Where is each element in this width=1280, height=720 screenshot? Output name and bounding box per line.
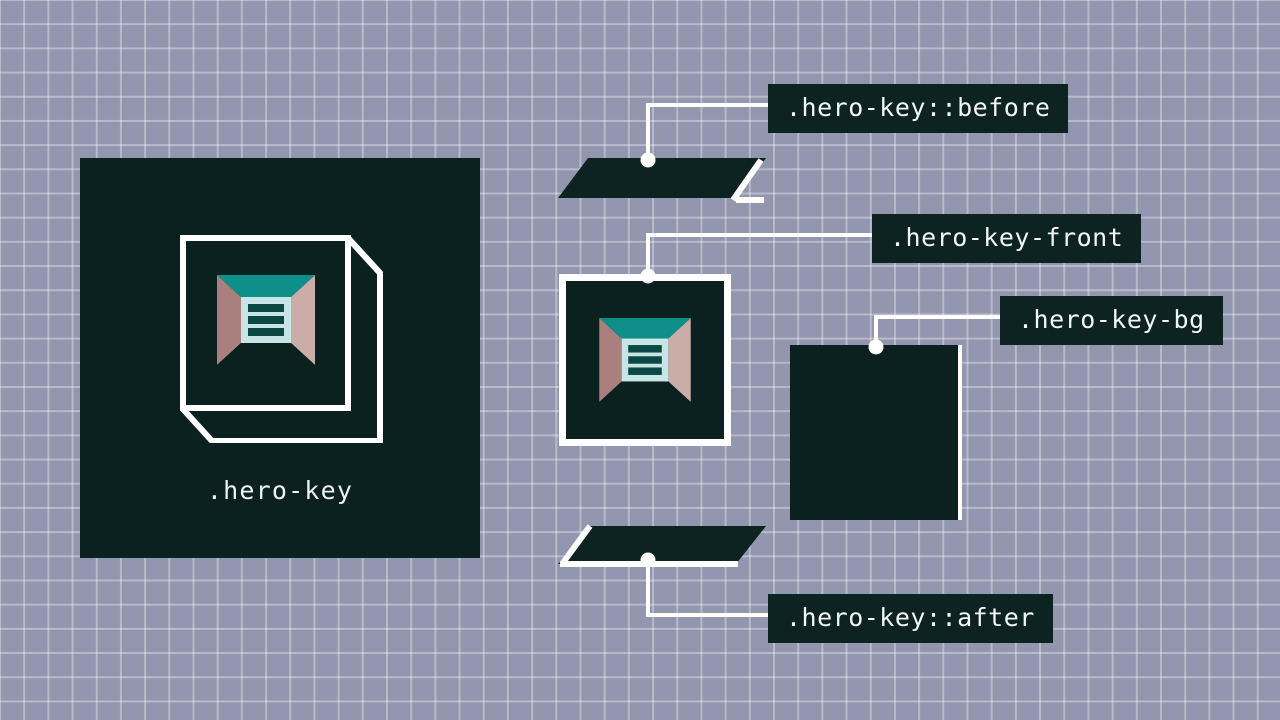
bg-tile-highlight-edge bbox=[958, 345, 962, 520]
perspective-key-icon bbox=[217, 275, 315, 365]
anchor-dot-after bbox=[640, 552, 656, 568]
anchor-dot-before bbox=[640, 152, 656, 168]
perspective-key-icon bbox=[597, 318, 693, 402]
label-hero-key-bg: .hero-key-bg bbox=[1000, 296, 1223, 345]
hero-key-after-slab bbox=[558, 524, 766, 570]
hero-key-bg-tile bbox=[790, 345, 962, 520]
anchor-dot-front bbox=[640, 268, 656, 284]
hero-key-caption: .hero-key bbox=[206, 476, 354, 505]
hero-key-front-tile bbox=[559, 274, 731, 446]
hero-key-card: .hero-key bbox=[80, 158, 480, 558]
hero-key-isometric-outline bbox=[180, 233, 385, 443]
label-hero-key-before: .hero-key::before bbox=[768, 84, 1069, 133]
label-hero-key-front: .hero-key-front bbox=[872, 214, 1142, 263]
anchor-dot-bg bbox=[868, 339, 884, 355]
hero-key-before-slab bbox=[558, 158, 766, 204]
label-hero-key-after: .hero-key::after bbox=[768, 594, 1053, 643]
